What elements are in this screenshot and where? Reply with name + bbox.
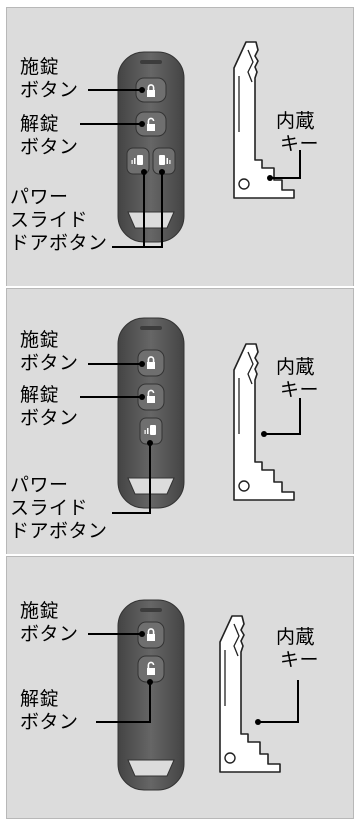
- built-in-key-label-3-line2: キー: [280, 649, 320, 671]
- unlock-button-label-3-line2: ボタン: [20, 711, 79, 733]
- lock-button-label-1-line2: ボタン: [20, 79, 79, 101]
- fob-1: [117, 51, 185, 243]
- unlock-button-label-1-line2: ボタン: [20, 136, 79, 158]
- power-slide-label-1-line3: ドアボタン: [10, 232, 108, 254]
- lock-button-label-3-line2: ボタン: [20, 623, 79, 645]
- leaders-2: [80, 363, 151, 514]
- built-in-key-3: [219, 615, 299, 773]
- lock-button-label-3-line1: 施錠: [20, 600, 60, 622]
- fob-2: [117, 317, 185, 509]
- built-in-key-label-2-line2: キー: [280, 379, 320, 401]
- unlock-button-label-2-line2: ボタン: [20, 407, 79, 429]
- leaders-3: [88, 633, 151, 723]
- leader-dots-1: [139, 87, 165, 175]
- power-slide-label-2-line2: スライド: [10, 497, 89, 519]
- built-in-key-1: [233, 41, 301, 199]
- lock-button-label-2-line1: 施錠: [20, 329, 60, 351]
- built-in-key-label-2-line1: 内蔵: [276, 356, 316, 378]
- power-slide-label-1-line1: パワー: [10, 186, 69, 208]
- power-slide-label-2-line3: ドアボタン: [10, 520, 108, 542]
- built-in-key-2: [233, 343, 301, 501]
- unlock-button-label-1-line1: 解錠: [20, 113, 60, 135]
- leader-dots-3: [139, 631, 153, 685]
- unlock-button-label-3-line1: 解錠: [20, 688, 60, 710]
- power-slide-label-1-line2: スライド: [10, 209, 89, 231]
- lock-button-label-1-line1: 施錠: [20, 56, 60, 78]
- built-in-key-label-1-line2: キー: [280, 133, 320, 155]
- built-in-key-label-3-line1: 内蔵: [276, 626, 316, 648]
- power-slide-label-2-line1: パワー: [10, 474, 69, 496]
- unlock-button-label-2-line1: 解錠: [20, 384, 60, 406]
- leaders-1: [80, 89, 163, 248]
- leader-dots-2: [139, 361, 153, 446]
- built-in-key-label-1-line1: 内蔵: [276, 110, 316, 132]
- lock-button-label-2-line2: ボタン: [20, 352, 79, 374]
